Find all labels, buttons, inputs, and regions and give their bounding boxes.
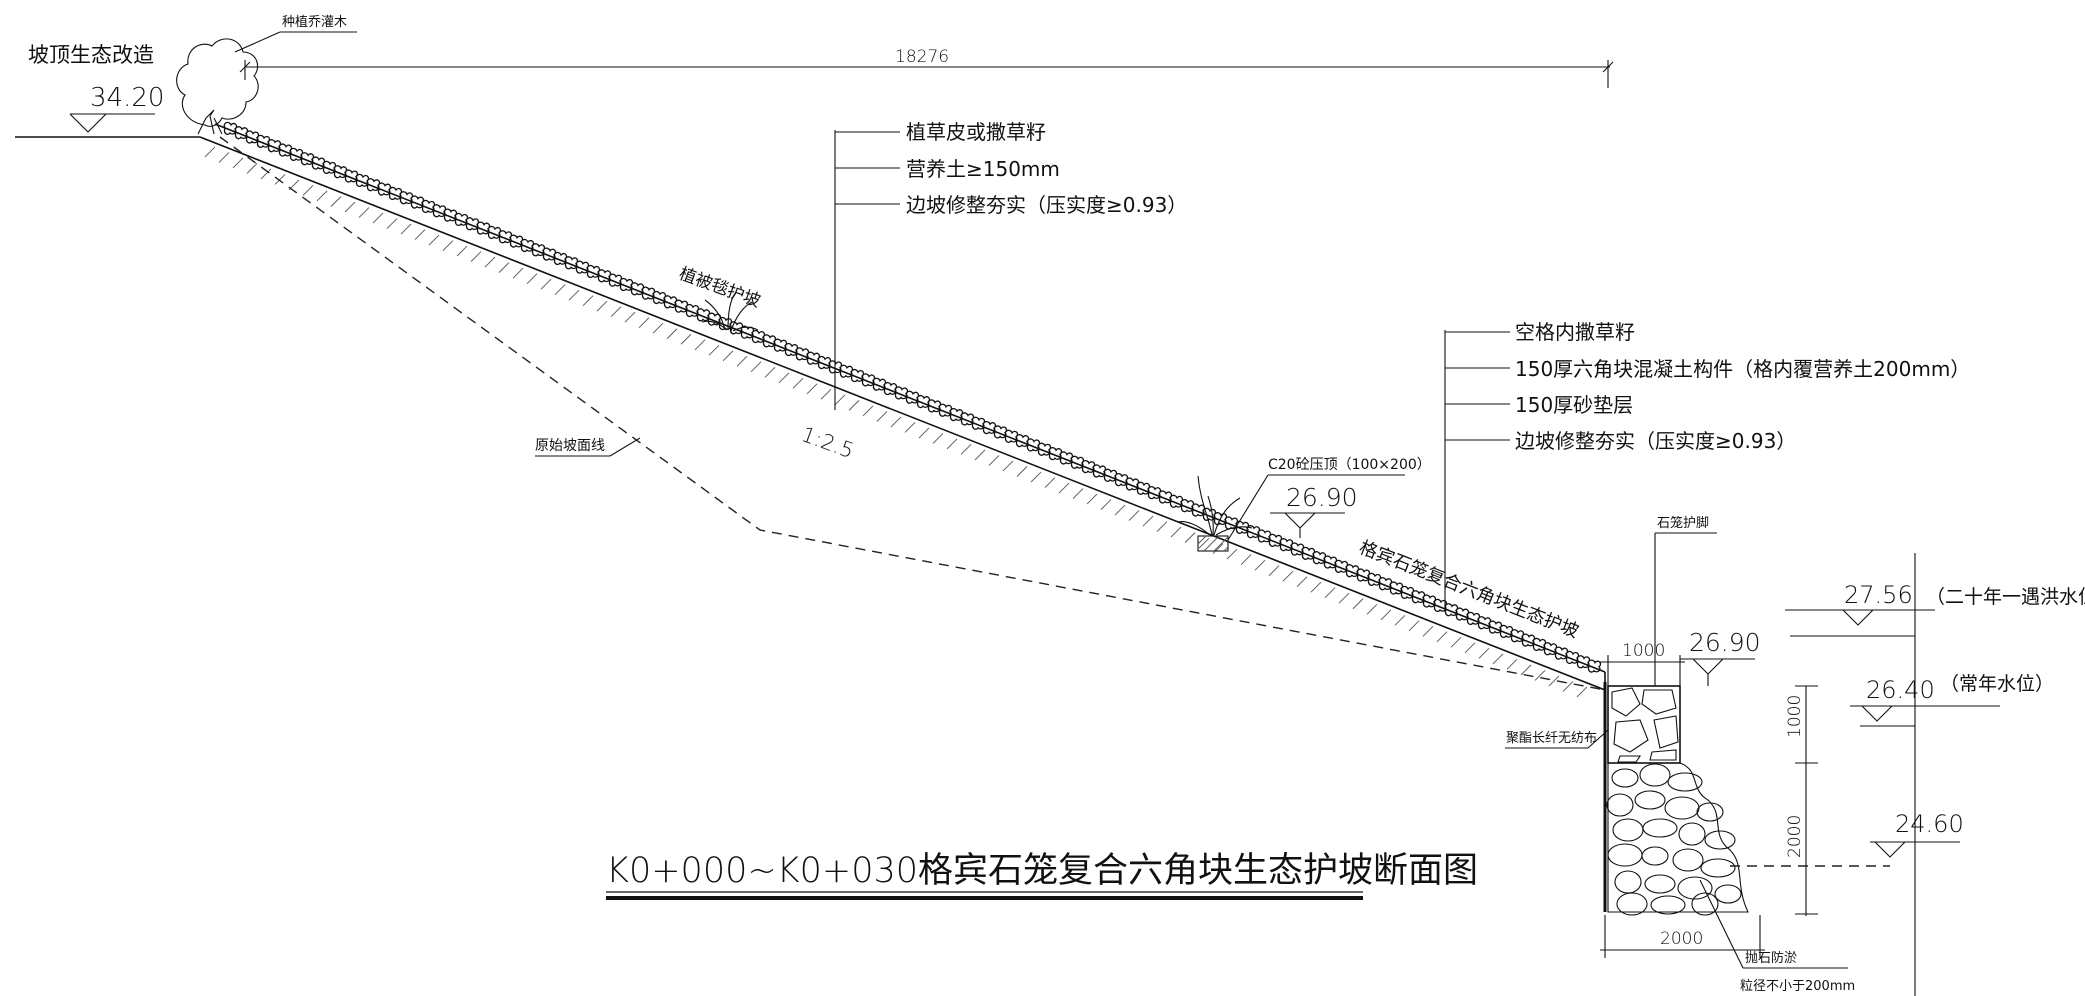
original-ground-line — [219, 136, 1606, 691]
elevation-marker-gabion: 26.90 — [1680, 628, 1761, 686]
riprap-leader: 抛石防淤 粒径不小于200mm — [1699, 879, 1855, 994]
dimension-length-text: 18276 — [895, 47, 949, 67]
dim-top-width: 1000 — [1622, 641, 1665, 661]
ground-profile — [15, 121, 1606, 698]
subgrade-hatch — [204, 146, 1588, 698]
curb-callout: C20砼压顶（100×200） — [1227, 457, 1431, 541]
water-levels: 27.56 （二十年一遇洪水位） 26.40 （常年水位） 24.60 — [1730, 553, 2085, 996]
bottom-elevation: 24.60 — [1895, 810, 1964, 838]
lower-layer-4: 边坡修整夯实（压实度≥0.93） — [1515, 429, 1796, 453]
drawing-title: K0+000~K0+030格宾石笼复合六角块生态护坡断面图 — [606, 851, 1478, 891]
geotextile-leader: 聚酯长纤无纺布 — [1505, 729, 1609, 749]
upper-layer-callout: 植草皮或撒草籽 营养土≥150mm 边坡修整夯实（压实度≥0.93） — [834, 120, 1187, 410]
original-ground-leader: 原始坡面线 — [535, 437, 641, 457]
dimension-bottom-width: 2000 — [1600, 915, 1765, 958]
dim-upper-height: 1000 — [1785, 695, 1805, 738]
upper-layer-1: 植草皮或撒草籽 — [906, 120, 1046, 144]
elevation-curb: 26.90 — [1286, 483, 1358, 512]
drawing-title-block: K0+000~K0+030格宾石笼复合六角块生态护坡断面图 — [606, 851, 1478, 900]
elevation-marker-curb: 26.90 — [1270, 483, 1358, 538]
lower-layer-1: 空格内撒草籽 — [1515, 320, 1635, 344]
flood-label: （二十年一遇洪水位） — [1926, 586, 2085, 608]
gabion-toe-leader: 石笼护脚 — [1654, 515, 1717, 686]
dimension-vertical: 1000 2000 — [1785, 685, 1818, 916]
label-curb: C20砼压顶（100×200） — [1268, 457, 1431, 473]
gabion-toe — [1603, 682, 1749, 916]
lower-layer-2: 150厚六角块混凝土构件（格内覆营养土200mm） — [1515, 357, 1970, 381]
dim-lower-height: 2000 — [1785, 815, 1805, 858]
label-riprap: 抛石防淤 — [1745, 950, 1797, 966]
vegetation-layer — [223, 121, 1602, 673]
flood-elevation: 27.56 — [1844, 581, 1913, 609]
concrete-curb — [1177, 475, 1253, 552]
slope-ratio: 1:2.5 — [798, 422, 857, 463]
label-geotextile: 聚酯长纤无纺布 — [1506, 731, 1597, 746]
normal-label: （常年水位） — [1940, 673, 2054, 695]
grass-plant-upper — [701, 291, 759, 332]
riprap-stones — [1606, 763, 1742, 916]
dimension-top-width: 1000 — [1600, 641, 1685, 686]
elevation-top: 34.20 — [90, 83, 164, 113]
label-top-ecology: 坡顶生态改造 — [28, 43, 154, 67]
normal-elevation: 26.40 — [1866, 676, 1935, 704]
label-original-ground: 原始坡面线 — [535, 438, 605, 454]
dim-bottom-width: 2000 — [1660, 929, 1703, 949]
elevation-gabion: 26.90 — [1689, 628, 1761, 657]
elevation-marker-top: 34.20 — [69, 83, 164, 133]
lower-layer-3: 150厚砂垫层 — [1515, 393, 1633, 417]
dimension-length: 18276 — [239, 47, 1614, 88]
label-riprap-size: 粒径不小于200mm — [1740, 979, 1855, 994]
lower-layer-callout: 空格内撒草籽 150厚六角块混凝土构件（格内覆营养土200mm） 150厚砂垫层… — [1444, 320, 1970, 612]
label-tree: 种植乔灌木 — [282, 15, 347, 30]
tree-symbol — [176, 38, 259, 135]
upper-layer-2: 营养土≥150mm — [906, 157, 1060, 181]
label-gabion-toe: 石笼护脚 — [1657, 515, 1709, 531]
upper-layer-3: 边坡修整夯实（压实度≥0.93） — [906, 193, 1187, 217]
tree-leader: 种植乔灌木 — [234, 15, 357, 53]
